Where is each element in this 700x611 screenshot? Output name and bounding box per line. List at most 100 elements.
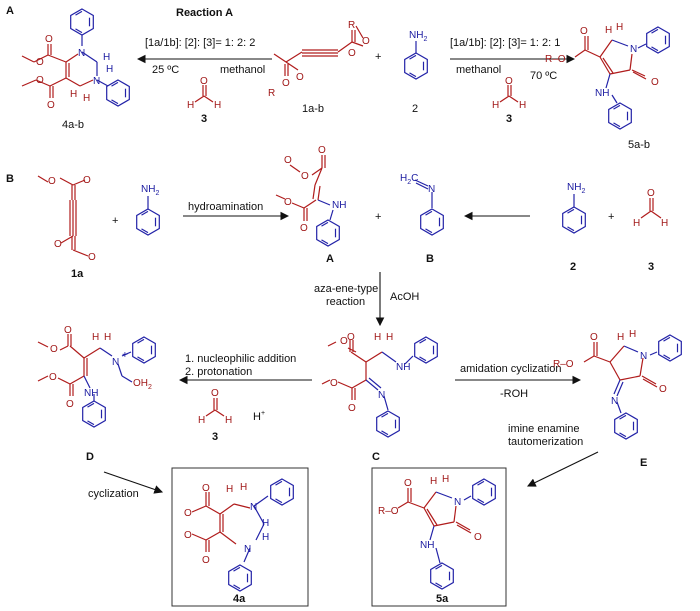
nh2-group: NH2: [567, 182, 585, 195]
product-4a-structure: N N O O O O H H H H: [184, 478, 294, 592]
left-ratio-condition: [1a/1b]: [2]: [3]= 1: 2: 2: [145, 37, 255, 49]
o-atom: O: [83, 175, 91, 186]
left-solvent: methanol: [220, 64, 265, 76]
aniline-label: 2: [412, 103, 418, 115]
o-atom: O: [348, 48, 356, 59]
acoh-label: AcOH: [390, 291, 419, 303]
h-atom: H: [629, 329, 636, 340]
o-atom: O: [88, 252, 96, 263]
o-atom: O: [659, 384, 667, 395]
h-atom: H: [187, 100, 194, 111]
plus-sign: +: [375, 51, 381, 63]
formaldehyde-right: [499, 85, 519, 103]
intermediate-c: O O O O NH N H H: [321, 332, 438, 438]
h-atom: H: [617, 332, 624, 343]
o-atom: O: [284, 155, 292, 166]
h-atom: H: [519, 100, 526, 111]
reagent-3-label: 3: [506, 113, 512, 125]
o-atom: O: [36, 57, 44, 68]
aniline-label: 2: [570, 261, 576, 273]
h-atom: H: [633, 218, 640, 229]
n-atom: N: [454, 497, 461, 508]
intermediate-b-label: B: [426, 253, 434, 265]
o-atom: O: [202, 555, 210, 566]
nh-group: NH: [84, 388, 98, 399]
o-atom: O: [651, 77, 659, 88]
o-atom: O: [318, 145, 326, 156]
o-atom: O: [282, 78, 290, 89]
product-5a-label: 5a: [436, 593, 449, 605]
amidation-cyclization-label: amidation cyclization: [460, 363, 562, 375]
h-atom: H: [616, 22, 623, 33]
h2c-group: H2C: [400, 173, 418, 186]
product-5ab-label: 5a-b: [628, 139, 650, 151]
o-atom: O: [64, 325, 72, 336]
panel-a-label: A: [6, 5, 14, 17]
o-atom: O: [54, 239, 62, 250]
o-atom: O: [347, 332, 355, 343]
o-atom: O: [301, 171, 309, 182]
h-atom: H: [70, 89, 77, 100]
n-atom: N: [611, 396, 618, 407]
nh-group: NH: [396, 362, 410, 373]
o-atom: O: [284, 197, 292, 208]
o-atom: O: [505, 76, 513, 87]
oh2-group: OH2: [133, 378, 152, 391]
tautomerization-arrow: [527, 451, 599, 487]
h-atom: H: [386, 332, 393, 343]
enamine-a: O O O O O NH: [275, 145, 346, 247]
o-atom: O: [36, 75, 44, 86]
nucleophilic-addition-label: 1. nucleophilic addition: [185, 353, 296, 365]
n-atom: N: [630, 44, 637, 55]
product-4a-label: 4a: [233, 593, 246, 605]
dmad-label: 1a: [71, 268, 84, 280]
intermediate-d-label: D: [86, 451, 94, 463]
right-solvent: methanol: [456, 64, 501, 76]
h-atom: H: [198, 415, 205, 426]
n-atom: N: [93, 76, 100, 87]
n-atom: N: [428, 184, 435, 195]
product-4ab-label: 4a-b: [62, 119, 84, 131]
reagent-3-label: 3: [201, 113, 207, 125]
o-atom: O: [66, 399, 74, 410]
o-atom: O: [48, 176, 56, 187]
o-atom: O: [590, 332, 598, 343]
o-atom: O: [296, 72, 304, 83]
h-atom: H: [214, 100, 221, 111]
o-atom: O: [184, 530, 192, 541]
right-ratio-condition: [1a/1b]: [2]: [3]= 1: 2: 1: [450, 37, 560, 49]
o-atom: O: [45, 34, 53, 45]
proton-label: H+: [253, 410, 265, 423]
h-atom: H: [83, 93, 90, 104]
nh-group: NH: [332, 200, 346, 211]
h-atom: H: [103, 52, 110, 63]
right-temperature: 70 ºC: [530, 70, 557, 82]
imine-b: H2C N: [400, 173, 444, 236]
tautomerization-label-line2: tautomerization: [508, 436, 583, 448]
h-atom: H: [240, 482, 247, 493]
dmad-1a: [37, 175, 89, 257]
o-atom: O: [202, 483, 210, 494]
protonation-label: 2. protonation: [185, 366, 252, 378]
o-atom: O: [300, 223, 308, 234]
o-atom: O: [647, 188, 655, 199]
nh-group: NH: [420, 540, 434, 551]
r-o-group: R–O: [545, 54, 566, 65]
n-atom: N: [244, 544, 251, 555]
product-5a-box: [371, 467, 507, 607]
nh2-group: NH2: [409, 30, 427, 43]
formaldehyde-left: [194, 85, 214, 103]
product-4ab-structure: O O O O N N H H H H: [21, 8, 130, 111]
n-atom: N: [640, 351, 647, 362]
cyclization-arrow: [103, 471, 164, 494]
o-atom: O: [474, 532, 482, 543]
n-atom: N: [78, 48, 85, 59]
aniline-2: [404, 41, 428, 80]
h-atom: H: [492, 100, 499, 111]
o-atom: O: [47, 100, 55, 111]
r-group: R: [268, 88, 275, 99]
aza-ene-label-line2: reaction: [326, 296, 365, 308]
h-atom: H: [262, 532, 269, 543]
o-atom: O: [580, 26, 588, 37]
o-atom: O: [200, 76, 208, 87]
